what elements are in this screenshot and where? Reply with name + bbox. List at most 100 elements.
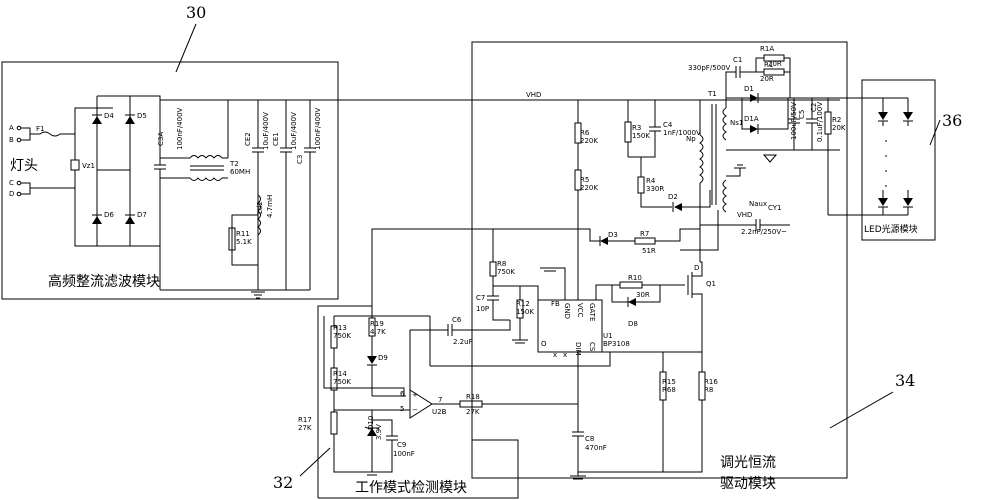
u1-ground <box>540 267 560 272</box>
diode-d5 <box>125 116 135 124</box>
diode-d1 <box>750 94 758 102</box>
leader-32 <box>299 447 331 477</box>
r8-value: 750K <box>497 268 515 276</box>
zener-d10 <box>367 428 377 436</box>
svg-text:D: D <box>694 264 699 272</box>
d1a-label: D1A <box>744 115 759 123</box>
diode-d8 <box>628 298 636 306</box>
driver-module-box <box>471 41 848 479</box>
u1-pin-gate: GATE <box>588 303 596 321</box>
ld2-label: Ld2 <box>256 201 264 214</box>
detect-module-title: 工作模式检测模块 <box>355 480 467 496</box>
svg-text:+: + <box>412 391 418 399</box>
c3a-label: C3A <box>157 132 165 146</box>
r1-label: R1 <box>764 61 773 69</box>
c7-label: C7 <box>476 294 485 302</box>
ref-32: 32 <box>273 473 293 492</box>
leader-30 <box>175 23 197 73</box>
resistor-r7 <box>634 237 656 245</box>
r4-value: 330R <box>646 185 664 193</box>
r12-value: 150K <box>516 308 534 316</box>
r15-label: R15 <box>662 378 676 386</box>
ce1-label: CE1 <box>272 132 280 146</box>
r18-value: 27K <box>466 408 480 416</box>
np-label: Np <box>686 135 696 143</box>
u1-pin-o: O <box>541 340 547 348</box>
led-module-title: LED光源模块 <box>864 223 918 235</box>
diode-d2 <box>674 203 682 211</box>
naux-label: Naux <box>749 200 767 208</box>
r1a-label: R1A <box>760 45 774 53</box>
fuse-f1 <box>30 131 75 137</box>
t1-aux <box>722 179 727 213</box>
d9-label: D9 <box>378 354 388 362</box>
c1-label: C1 <box>733 56 742 64</box>
resistor-r17 <box>330 411 338 435</box>
r8-label: R8 <box>497 260 506 268</box>
r13-label: R13 <box>333 324 347 332</box>
r1-value: 20R <box>760 75 774 83</box>
svg-text:x: x <box>553 351 557 359</box>
terminal-c-label: C <box>9 179 14 187</box>
diode-d9 <box>367 356 377 364</box>
u1-pin-vcc: VCC <box>576 303 584 318</box>
ce1-value: 10uF/400V <box>290 112 298 150</box>
terminal-d <box>16 191 22 197</box>
c9-label: C9 <box>397 441 406 449</box>
terminal-b-label: B <box>9 136 14 144</box>
r10-label: R10 <box>628 274 642 282</box>
r14-label: R14 <box>333 370 347 378</box>
f1-label: F1 <box>36 125 44 133</box>
ic-u1-bp3108 <box>537 299 603 353</box>
r17-label: R17 <box>298 416 312 424</box>
terminal-b <box>16 137 22 143</box>
driver-module-title-1: 调光恒流 <box>720 455 776 471</box>
c2-label: C2 <box>810 103 818 112</box>
terminal-d-label: D <box>9 190 14 198</box>
rectifier-module-box <box>1 61 339 300</box>
diode-d6 <box>92 216 102 224</box>
r16-label: R16 <box>704 378 718 386</box>
d5-label: D5 <box>137 112 147 120</box>
r7-label: R7 <box>640 230 649 238</box>
diode-d4 <box>92 116 102 124</box>
diode-d1a <box>750 125 758 133</box>
t1-primary <box>699 134 704 184</box>
r11-label: R11 <box>236 230 250 238</box>
c3a-value: 100nF/400V <box>176 107 184 150</box>
c2-value: 0.1uF/100V <box>816 102 824 142</box>
r19-label: R19 <box>370 320 384 328</box>
r5-value: 220K <box>580 184 598 192</box>
c4-value: 1nF/1000V <box>663 129 701 137</box>
u2b-label: U2B <box>432 408 447 416</box>
r4-label: R4 <box>646 177 656 185</box>
terminal-a-label: A <box>9 124 14 132</box>
resistor-r11 <box>228 227 236 251</box>
r3-label: R3 <box>632 124 641 132</box>
ref-36: 36 <box>942 111 962 130</box>
ground-symbol <box>251 291 265 299</box>
c3-value: 100nF/400V <box>314 107 322 150</box>
d10-label: D10 <box>367 416 375 430</box>
varistor-vz1 <box>70 159 80 171</box>
t2-label: T2 <box>229 160 239 168</box>
u2b-pin5: 5 <box>400 405 404 413</box>
led-array <box>862 97 913 216</box>
ce2-label: CE2 <box>244 132 252 146</box>
c5-value: 100uF/50V <box>790 102 798 140</box>
u2b-pin6: 6 <box>400 390 405 398</box>
r12-ground <box>512 339 528 344</box>
d3-label: D3 <box>608 231 618 239</box>
c4-label: C4 <box>663 121 673 129</box>
resistor-r4 <box>637 176 645 194</box>
diode-d3 <box>600 237 608 245</box>
d10-value: 3.9V <box>375 424 383 440</box>
r1a-value: 20R <box>768 60 782 68</box>
r14-value: 750K <box>333 378 351 386</box>
resistor-r10 <box>619 281 643 289</box>
u1-pin-cs: CS <box>588 342 596 352</box>
r17-value: 27K <box>298 424 312 432</box>
ce2-value: 10uF/400V <box>262 112 270 150</box>
ref-34: 34 <box>895 371 915 390</box>
